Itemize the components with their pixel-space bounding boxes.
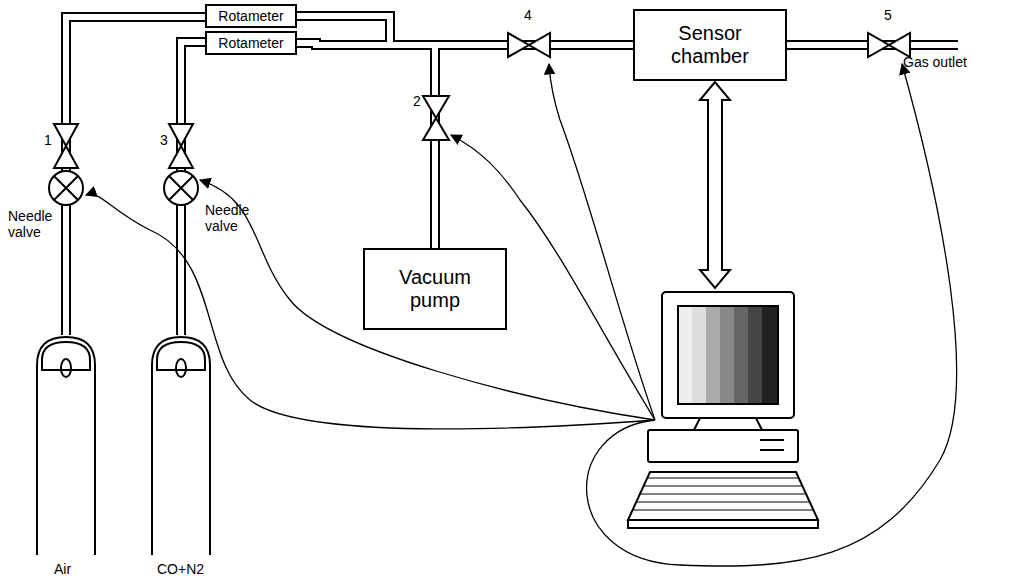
gas-pipe: [435, 45, 633, 248]
needle-valve-symbol: [164, 171, 198, 205]
rotameter-box: Rotameter: [205, 4, 297, 28]
control-wire: [86, 64, 957, 566]
callout-number: 2: [413, 93, 421, 109]
valve-symbol: [508, 33, 550, 57]
valve-symbol: [54, 124, 78, 168]
gas-pipe: [297, 16, 633, 45]
outlet-label: Gas outlet: [903, 54, 967, 70]
computer-illustration: [628, 292, 818, 528]
callout-number: 1: [44, 132, 52, 148]
gas-cylinder: [152, 337, 210, 555]
gas-label: CO+N2: [157, 561, 204, 577]
callout-number: 5: [884, 7, 892, 23]
rotameter-box: Rotameter: [205, 31, 297, 55]
needle-valve-symbol: [49, 171, 83, 205]
gas-cylinder: [37, 337, 95, 555]
gas-label: Air: [54, 561, 71, 577]
part-label: Needle valve: [205, 202, 275, 234]
part-label: Needle valve: [8, 208, 78, 240]
valve-symbol: [423, 96, 449, 140]
gas-pipe: [435, 45, 633, 248]
callout-number: 4: [524, 7, 532, 23]
valve-symbol: [868, 33, 910, 57]
vacuum-pump-box: Vacuum pump: [363, 248, 507, 330]
node-label: Vacuum pump: [385, 266, 485, 312]
callout-number: 3: [160, 132, 168, 148]
data-link-arrow: [700, 82, 730, 288]
node-label: Rotameter: [218, 8, 283, 24]
valve-symbol: [169, 124, 193, 168]
sensor-chamber-box: Sensor chamber: [633, 9, 787, 81]
node-label: Sensor chamber: [660, 22, 760, 68]
node-label: Rotameter: [218, 35, 283, 51]
